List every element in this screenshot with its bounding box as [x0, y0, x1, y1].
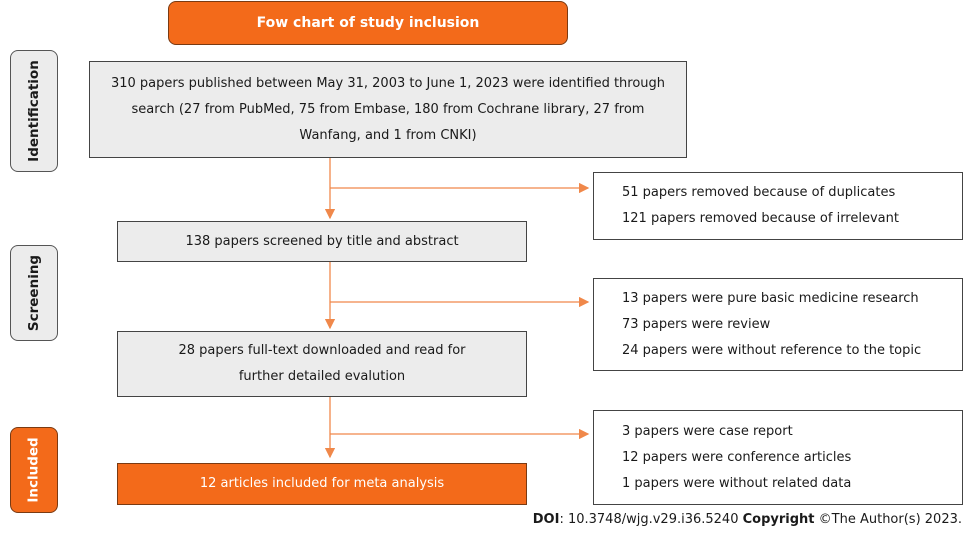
step-identified-text: 310 papers published between May 31, 200…: [110, 75, 666, 143]
step-included: 12 articles included for meta analysis: [117, 463, 527, 505]
exclusion-item: 24 papers were without reference to the …: [622, 342, 922, 358]
exclusion-item: 51 papers removed because of duplicates: [622, 185, 896, 200]
step-included-text: 12 articles included for meta analysis: [199, 476, 445, 491]
copyright-value: ©The Author(s) 2023.: [814, 512, 962, 527]
step-fulltext: 28 papers full-text downloaded and read …: [117, 331, 527, 397]
exclusion-box-3: 3 papers were case report 12 papers were…: [593, 410, 963, 505]
exclusion-item: 12 papers were conference articles: [622, 449, 852, 465]
step-screened-text: 138 papers screened by title and abstrac…: [185, 233, 459, 249]
exclusion-item: 1 papers were without related data: [622, 475, 852, 491]
step-fulltext-text: 28 papers full-text downloaded and read …: [178, 343, 466, 384]
exclusion-item: 13 papers were pure basic medicine resea…: [622, 290, 919, 306]
phase-identification: Identification: [10, 50, 58, 172]
exclusion-item: 3 papers were case report: [622, 423, 793, 439]
chart-title: Fow chart of study inclusion: [168, 1, 568, 45]
exclusion-box-2: 13 papers were pure basic medicine resea…: [593, 278, 963, 371]
phase-included: Included: [10, 427, 58, 513]
doi-label: DOI: [532, 512, 560, 527]
exclusion-item: 121 papers removed because of irrelevant: [622, 211, 899, 226]
phase-identification-label: Identification: [26, 60, 42, 162]
copyright-label: Copyright: [742, 512, 815, 527]
citation-footer: DOI: 10.3748/wjg.v29.i36.5240 Copyright …: [533, 512, 962, 527]
phase-screening-label: Screening: [26, 254, 42, 332]
phase-screening: Screening: [10, 245, 58, 341]
step-identified: 310 papers published between May 31, 200…: [89, 61, 687, 158]
phase-included-label: Included: [26, 437, 43, 503]
exclusion-box-1: 51 papers removed because of duplicates …: [593, 172, 963, 240]
step-screened: 138 papers screened by title and abstrac…: [117, 221, 527, 262]
exclusion-item: 73 papers were review: [622, 316, 771, 332]
doi-value: : 10.3748/wjg.v29.i36.5240: [559, 512, 743, 527]
